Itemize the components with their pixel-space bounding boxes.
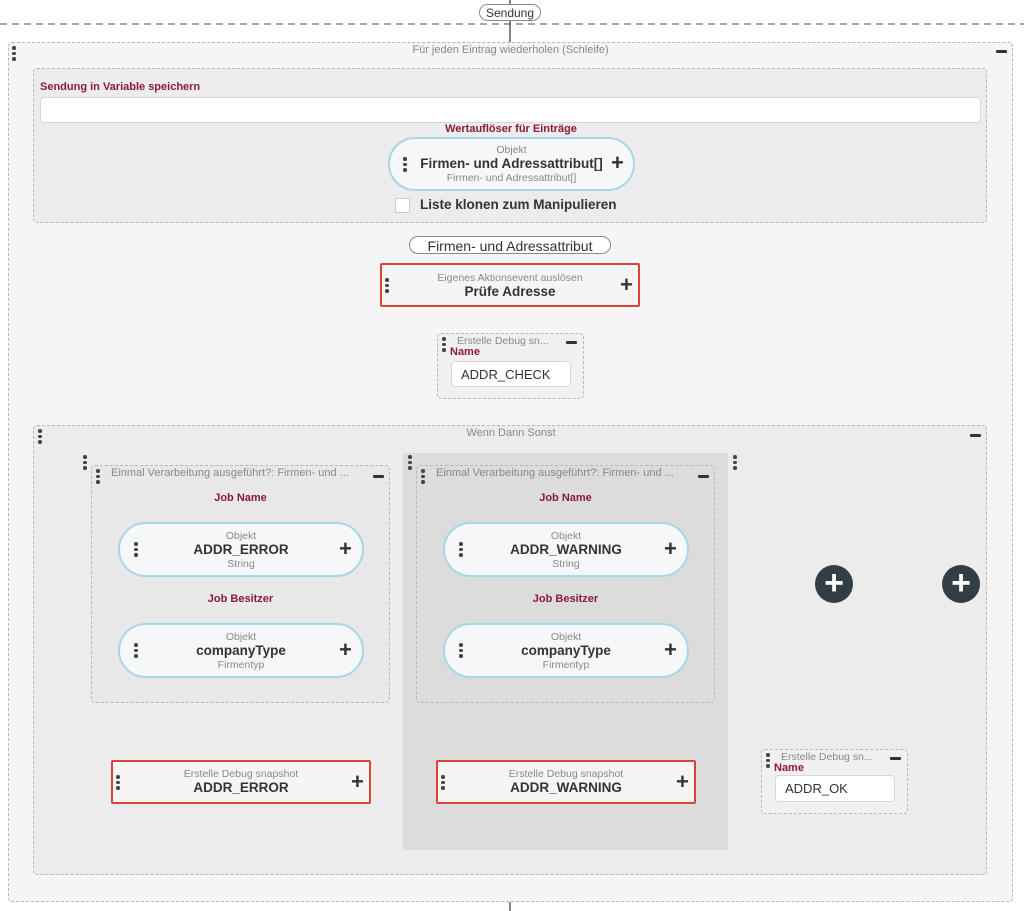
debug-name: ADDR_WARNING: [510, 780, 622, 795]
job-owner-label: Job Besitzer: [532, 593, 599, 605]
debug-ok-name-label: Name: [774, 762, 804, 774]
debug-check-title: Erstelle Debug sn...: [457, 335, 549, 347]
object-type: Firmentyp: [542, 659, 590, 671]
collapse-icon[interactable]: [996, 50, 1007, 53]
debug-caption: Erstelle Debug snapshot: [508, 768, 624, 780]
debug-check-name-label: Name: [450, 346, 480, 358]
job-name-pill[interactable]: Objekt ADDR_ERROR String +: [118, 522, 364, 577]
debug-menu-icon[interactable]: [116, 775, 120, 792]
if-title: Wenn Dann Sonst: [466, 427, 556, 439]
object-menu-icon[interactable]: [134, 542, 138, 559]
debug-error-box[interactable]: Erstelle Debug snapshot ADDR_ERROR +: [111, 760, 371, 804]
add-branch-button-end[interactable]: +: [942, 565, 980, 603]
add-icon[interactable]: +: [620, 272, 633, 297]
job-owner-pill[interactable]: Objekt companyType Firmentyp +: [118, 623, 364, 678]
store-variable-input[interactable]: [40, 97, 981, 123]
branch-mid-condition[interactable]: Einmal Verarbeitung ausgeführt?: Firmen-…: [416, 465, 715, 703]
custom-event-box[interactable]: Eigenes Aktionsevent auslösen Prüfe Adre…: [380, 263, 640, 307]
add-branch-button[interactable]: +: [815, 565, 853, 603]
job-owner-label: Job Besitzer: [207, 593, 274, 605]
object-name: ADDR_WARNING: [510, 542, 622, 557]
job-name-label: Job Name: [214, 492, 267, 504]
collapse-icon[interactable]: [566, 341, 577, 344]
object-menu-icon[interactable]: [459, 542, 463, 559]
job-name-label: Job Name: [539, 492, 592, 504]
add-icon[interactable]: +: [339, 637, 352, 662]
object-type: Firmentyp: [217, 659, 265, 671]
clone-label: Liste klonen zum Manipulieren: [420, 197, 617, 212]
branch-left-condition[interactable]: Einmal Verarbeitung ausgeführt?: Firmen-…: [91, 465, 390, 703]
object-caption: Objekt: [496, 144, 527, 156]
clone-checkbox[interactable]: [395, 198, 410, 213]
object-caption: Objekt: [225, 530, 257, 542]
object-menu-icon[interactable]: [459, 643, 463, 660]
input-tag-sendung: Sendung: [479, 4, 541, 21]
event-menu-icon[interactable]: [385, 278, 389, 295]
object-type: String: [227, 558, 255, 570]
collapse-icon[interactable]: [890, 757, 901, 760]
debug-name: ADDR_ERROR: [193, 780, 289, 795]
add-icon[interactable]: +: [611, 150, 624, 175]
object-name: Firmen- und Adressattribut[]: [420, 156, 603, 171]
job-owner-pill[interactable]: Objekt companyType Firmentyp +: [443, 623, 689, 678]
debug-ok-box[interactable]: Erstelle Debug sn... Name ADDR_OK: [761, 749, 908, 814]
branch-left-menu-icon[interactable]: [83, 455, 87, 472]
branch-right-menu-icon[interactable]: [733, 455, 737, 472]
debug-ok-name-input[interactable]: ADDR_OK: [775, 775, 895, 802]
object-type: String: [552, 558, 580, 570]
object-name: ADDR_ERROR: [193, 542, 289, 557]
store-variable-container[interactable]: Sendung in Variable speichern Wertauflös…: [33, 68, 987, 223]
if-menu-icon[interactable]: [38, 429, 42, 446]
object-name: companyType: [521, 643, 611, 658]
object-caption: Objekt: [225, 631, 257, 643]
add-icon[interactable]: +: [339, 536, 352, 561]
debug-menu-icon[interactable]: [442, 337, 446, 354]
job-name-pill[interactable]: Objekt ADDR_WARNING String +: [443, 522, 689, 577]
debug-check-name-input[interactable]: ADDR_CHECK: [451, 361, 571, 387]
object-caption: Objekt: [550, 631, 582, 643]
debug-check-box[interactable]: Erstelle Debug sn... Name ADDR_CHECK: [437, 333, 584, 399]
collapse-icon[interactable]: [373, 475, 384, 478]
loop-menu-icon[interactable]: [12, 46, 16, 63]
store-label: Sendung in Variable speichern: [40, 81, 201, 93]
resolver-label: Wertauflöser für Einträge: [445, 123, 577, 135]
branch-mid-title: Einmal Verarbeitung ausgeführt?: Firmen-…: [436, 467, 674, 479]
add-icon[interactable]: +: [664, 637, 677, 662]
branch-left-title: Einmal Verarbeitung ausgeführt?: Firmen-…: [111, 467, 349, 479]
object-caption: Objekt: [550, 530, 582, 542]
add-icon[interactable]: +: [676, 769, 689, 794]
condition-menu-icon[interactable]: [96, 469, 100, 486]
object-name: companyType: [196, 643, 286, 658]
loop-title: Für jeden Eintrag wiederholen (Schleife): [412, 44, 609, 56]
debug-warning-box[interactable]: Erstelle Debug snapshot ADDR_WARNING +: [436, 760, 696, 804]
object-type: Firmen- und Adressattribut[]: [446, 172, 577, 184]
debug-menu-icon[interactable]: [441, 775, 445, 792]
add-icon[interactable]: +: [351, 769, 364, 794]
collapse-icon[interactable]: [698, 475, 709, 478]
collapse-icon[interactable]: [970, 434, 981, 437]
object-menu-icon[interactable]: [403, 157, 407, 174]
event-caption: Eigenes Aktionsevent auslösen: [437, 272, 583, 284]
add-icon[interactable]: +: [664, 536, 677, 561]
item-tag: Firmen- und Adressattribut: [409, 236, 611, 254]
condition-menu-icon[interactable]: [421, 469, 425, 486]
event-name: Prüfe Adresse: [464, 284, 556, 299]
debug-caption: Erstelle Debug snapshot: [183, 768, 299, 780]
object-menu-icon[interactable]: [134, 643, 138, 660]
debug-ok-title: Erstelle Debug sn...: [781, 751, 873, 763]
debug-menu-icon[interactable]: [766, 753, 770, 770]
branch-mid-menu-icon[interactable]: [408, 455, 412, 472]
resolver-object-pill[interactable]: Objekt Firmen- und Adressattribut[] Firm…: [388, 137, 635, 191]
